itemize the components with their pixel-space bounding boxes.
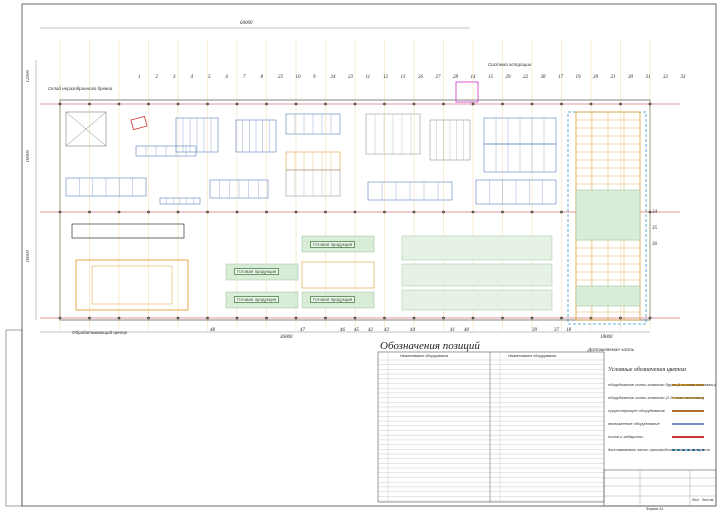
zone-orange-1 [301,261,375,289]
position-number-bottom: 40 [464,328,469,333]
column-grid [40,103,680,319]
position-table [377,351,605,503]
position-number-top: 14 [470,75,476,80]
position-number-top: 7 [243,75,246,80]
table-rows [378,352,604,502]
dimension-left-1: 18000 [26,150,31,163]
legend-item-1: оборудование линии главного брусо (1-я с… [608,382,716,387]
callout-log-storage: Склад неразобранного бревна [48,86,113,91]
rack-storage-green-2 [575,285,641,307]
position-number-top: 9 [313,75,316,80]
position-number-top: 19 [575,75,581,80]
loader-vehicle [130,115,148,131]
position-number-top: 1 [138,75,141,80]
position-number-top: 10 [295,75,301,80]
dimension-left-2: 12000 [26,70,31,83]
position-number-top: 38 [540,75,546,80]
position-number-top: 8 [260,75,264,80]
title-block [603,469,717,507]
aspiration-unit [455,81,479,103]
position-number-right: 36 [652,242,657,247]
position-number-top: 15 [488,75,493,80]
legend-title: Условные обозначения цветом [608,367,686,373]
position-number-top: 20 [593,75,598,80]
legend-item-3: существующее оборудование [608,408,665,413]
position-number-bottom: 39 [532,328,537,333]
left-binding-strip [5,329,23,507]
dimension-top: 60000 [240,21,253,26]
position-number-bottom: 46 [340,328,345,333]
position-number-bottom: 42 [368,328,373,333]
dimension-bottom: 36000 [280,335,293,340]
zone-green-6 [401,263,553,287]
position-number-top: 32 [663,75,668,80]
table-header-left: Наименование оборудования [400,354,449,358]
zone-label-2: Готовая продукция [234,268,280,275]
legend-item-6: доставляемая часть производственного пом… [608,447,710,452]
zone-label-3: Готовая продукция [234,296,280,303]
grid-guides [59,40,651,330]
position-number-top: 26 [418,75,423,80]
legend-item-2: оборудование линии главного (2-й стан по… [608,395,705,400]
position-number-bottom: 45 [354,328,359,333]
title-block-format: Формат А1 [646,507,664,511]
position-number-top: 21 [610,75,616,80]
callout-extension: Доставляемая часть [588,347,635,352]
position-number-top: 3 [173,75,176,80]
position-number-top: 4 [190,75,194,80]
position-number-top: 24 [330,75,336,80]
position-number-top: 2 [155,75,159,80]
callout-aspiration: Система аспирации [488,62,532,67]
position-number-bottom: 41 [450,328,455,333]
dimension-bottom-right: 18000 [600,335,613,340]
position-number-top: 13 [400,75,406,80]
rack-storage-green [575,189,641,241]
position-number-top: 6 [225,75,229,80]
processing-center [75,259,189,311]
title-block-sheets: Листов [702,498,714,502]
position-number-top: 25 [278,75,283,80]
position-number-top: 17 [558,75,563,80]
legend-item-4: вновьменное оборудование [608,421,660,426]
position-number-top: 33 [680,75,686,80]
position-number-top: 29 [505,75,511,80]
zone-label-1: Готовая продукция [310,241,356,248]
log-storage-box [65,111,107,147]
truck [71,223,185,239]
position-number-bottom: 18 [566,328,571,333]
position-number-top: 30 [628,75,633,80]
position-number-bottom: 37 [554,328,559,333]
position-number-bottom: 44 [410,328,415,333]
position-number-top: 5 [208,75,211,80]
table-title: Обозначения позиций [380,340,480,352]
position-number-top: 12 [383,75,388,80]
legend-swatches [672,384,704,451]
zone-green-7 [401,289,553,311]
position-number-top: 28 [453,75,458,80]
legend-item-5: линия и габариты [608,434,643,439]
position-number-top: 11 [365,75,371,80]
position-number-top: 23 [348,75,353,80]
dimension-left-3: 18000 [26,250,31,263]
zone-label-4: Готовая продукция [310,296,356,303]
sheet-frame [21,3,717,507]
callout-processing: Обрабатывающий центр [72,330,128,335]
position-number-bottom: 48 [210,328,215,333]
zone-green-5 [401,235,553,261]
position-number-top: 27 [435,75,441,80]
position-number-top: 31 [645,75,651,80]
title-block-sheet: Лист [692,498,700,502]
position-number-bottom: 43 [384,328,389,333]
position-number-right: 34 [652,210,657,215]
table-header-right: Наименование оборудования [508,354,557,358]
dimension-lines [35,27,650,333]
position-number-right: 35 [652,226,657,231]
conveyors [65,113,557,205]
position-number-bottom: 47 [300,328,305,333]
title-block-grid [604,470,716,506]
position-number-top: 22 [523,75,528,80]
